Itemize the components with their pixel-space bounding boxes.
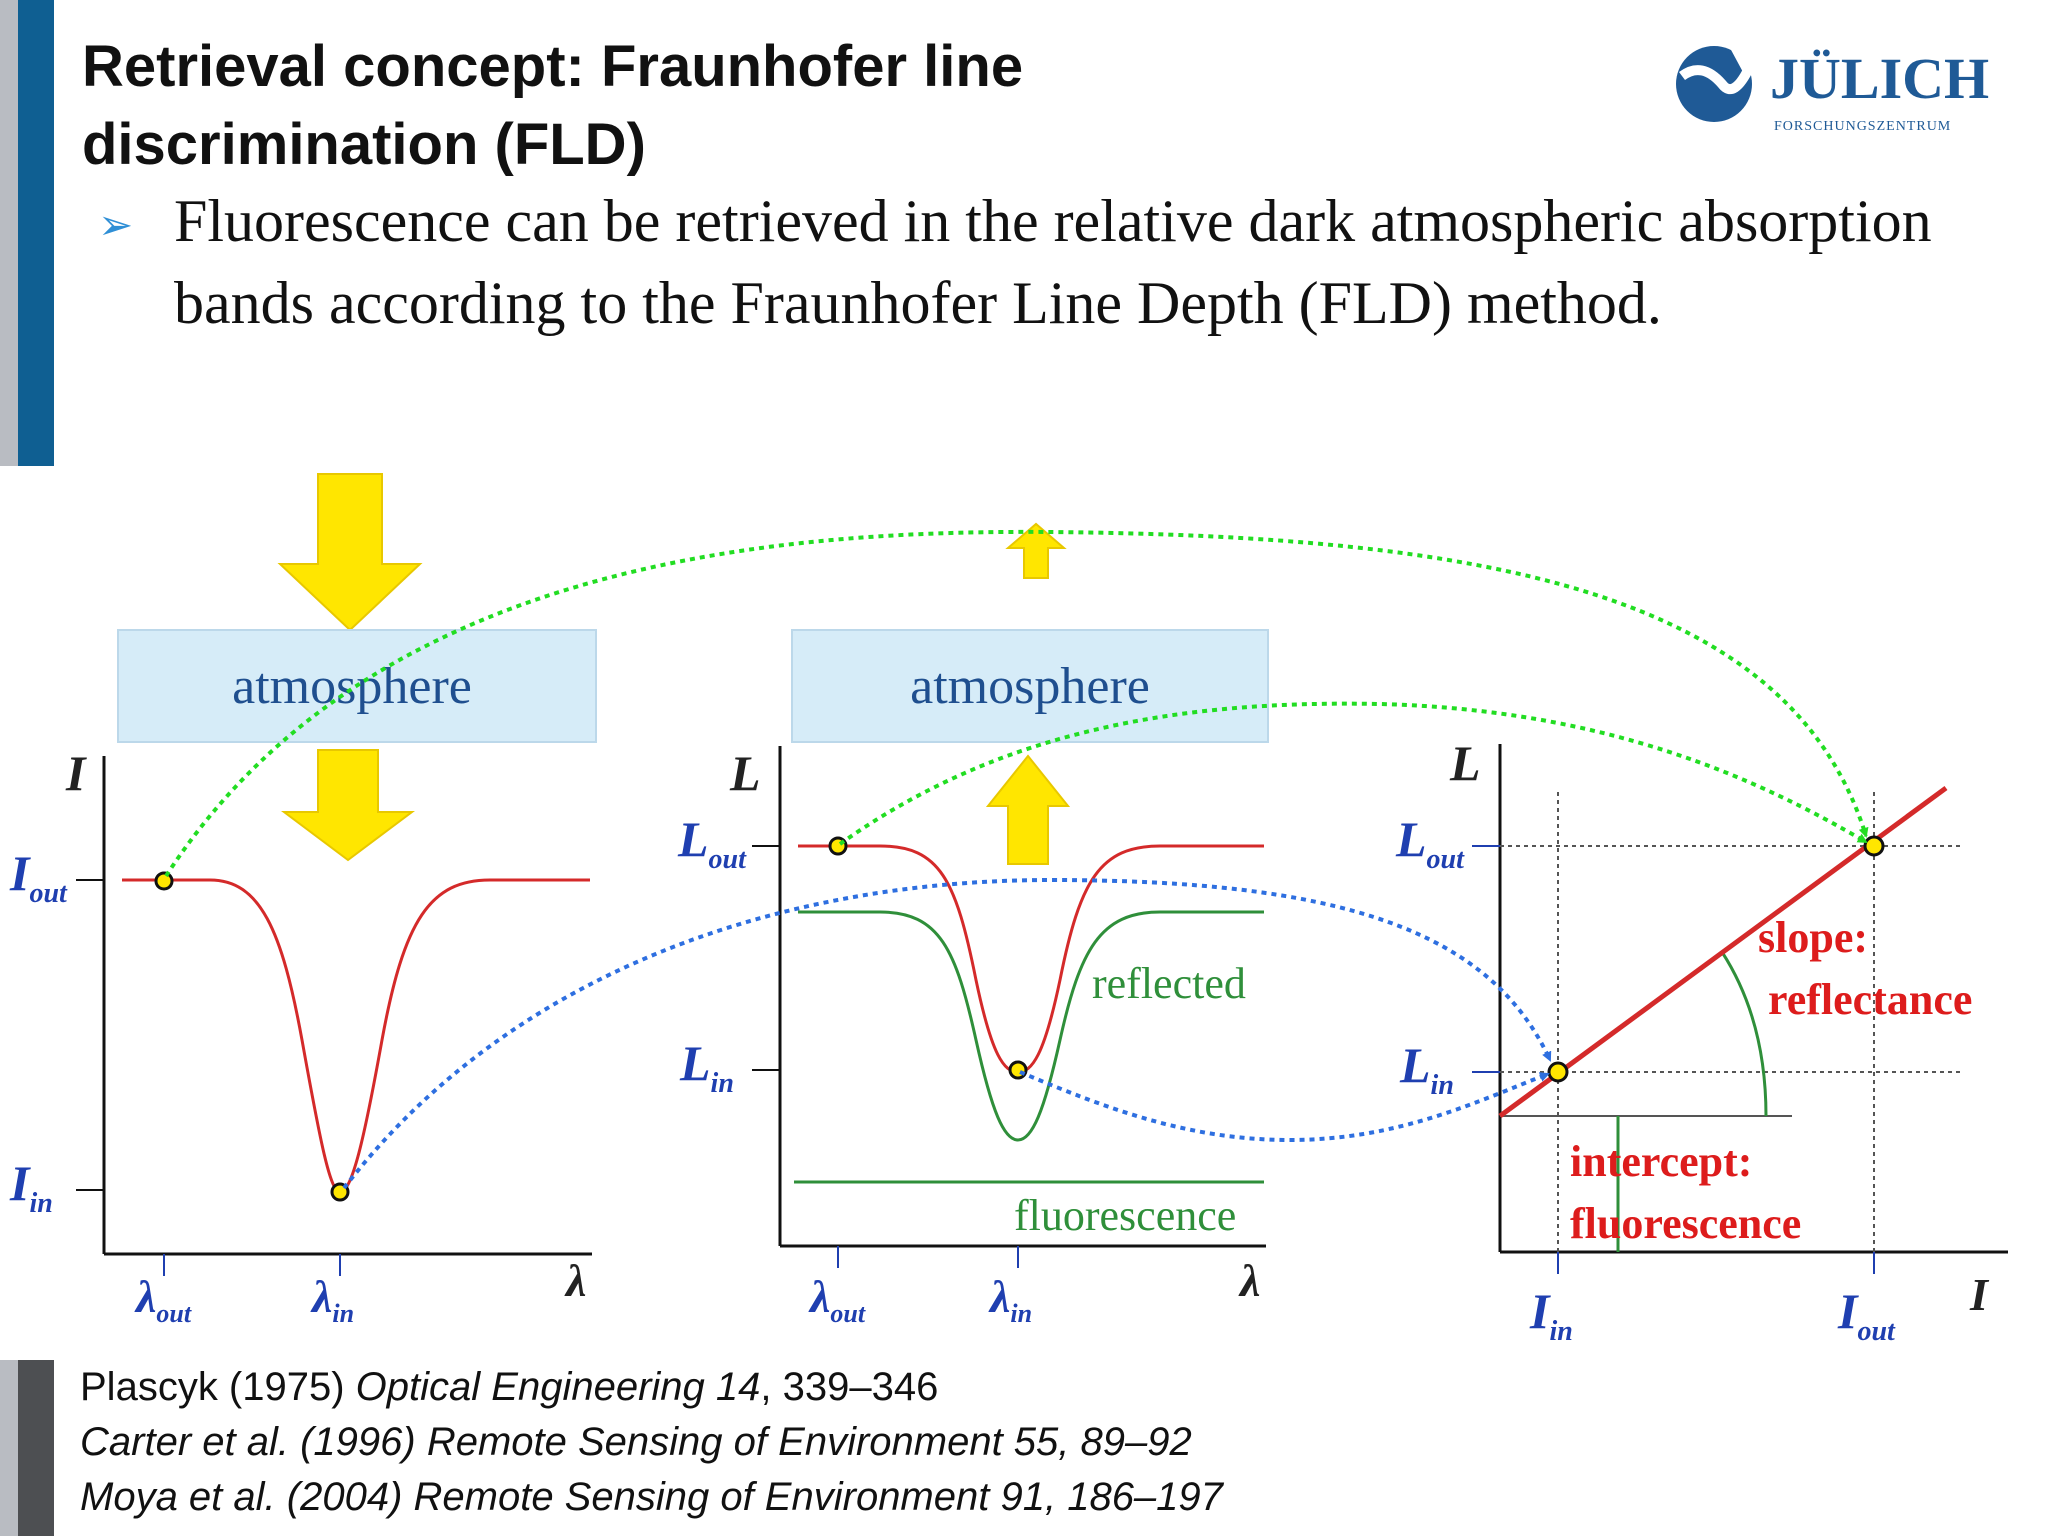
reference-item: Moya et al. (2004) Remote Sensing of Env… xyxy=(80,1475,1223,1519)
reflected-curve xyxy=(798,910,1264,1142)
transmitted-arrow-down-icon xyxy=(281,749,415,862)
fluorescence-result-label: fluorescence xyxy=(1570,1199,1801,1248)
bullet-text: Fluorescence can be retrieved in the rel… xyxy=(174,188,1932,336)
connector-l-in-to-point-in xyxy=(1019,1070,1550,1143)
point-in xyxy=(1547,1061,1569,1083)
reflected-label: reflected xyxy=(1092,959,1246,1008)
x-tick-label: λout xyxy=(134,1271,192,1328)
y-tick-label: Lin xyxy=(1399,1037,1454,1101)
panel-3: L I Lout Lin Iin Iout slope: reflectance… xyxy=(1395,735,2008,1347)
julich-logo-sub: FORSCHUNGSZENTRUM xyxy=(1774,119,1951,134)
slope-label: slope: xyxy=(1758,913,1868,962)
x-axis-label: λ xyxy=(564,1255,586,1306)
slope-angle-arc xyxy=(1720,951,1768,1117)
connector-i-in-to-point-in xyxy=(342,877,1552,1190)
x-tick-label: λout xyxy=(808,1271,866,1328)
slide-title: Retrieval concept: Fraunhofer line discr… xyxy=(82,34,1024,177)
y-tick-label: Lin xyxy=(679,1035,734,1099)
x-axis-label: I xyxy=(1969,1269,1990,1320)
x-axis-label: λ xyxy=(1238,1255,1260,1306)
fld-diagram: atmosphere I λ Iout Iin λout λin atmosph… xyxy=(9,473,2008,1347)
panel-2: atmosphere L λ Lout Lin λout λin reflect… xyxy=(677,522,1269,1328)
atmosphere-label: atmosphere xyxy=(910,658,1150,715)
y-axis-label: L xyxy=(729,745,761,801)
reflected-arrow-up-icon xyxy=(1005,522,1067,579)
y-tick-label: Lout xyxy=(1395,811,1465,875)
y-tick-label: Lout xyxy=(677,811,747,875)
sidebar-accent-bottom-gray xyxy=(0,1360,18,1536)
connector-i-out-to-point-out xyxy=(164,529,1869,878)
fluorescence-label: fluorescence xyxy=(1014,1191,1236,1240)
atmosphere-box xyxy=(791,629,1269,743)
y-axis-label: I xyxy=(65,745,87,801)
intercept-label: intercept: xyxy=(1570,1137,1752,1186)
bullet-arrow-icon: ➢ xyxy=(98,200,134,249)
panel-1: atmosphere I λ Iout Iin λout λin xyxy=(9,473,597,1328)
point-out xyxy=(1863,835,1885,857)
julich-logo: JÜLICH FORSCHUNGSZENTRUM xyxy=(1676,46,1989,134)
references: Plascyk (1975) Optical Engineering 14, 3… xyxy=(80,1360,1223,1525)
x-tick-label: Iout xyxy=(1837,1283,1896,1347)
y-tick-label: Iin xyxy=(9,1155,53,1219)
atmosphere-label: atmosphere xyxy=(232,658,472,715)
point-i-out xyxy=(154,871,174,891)
irradiance-curve xyxy=(122,878,590,1194)
connector-l-out-to-point-out xyxy=(838,701,1868,846)
julich-logo-mark xyxy=(1676,46,1755,122)
x-tick-label: λin xyxy=(310,1271,354,1328)
y-tick-label: Iout xyxy=(9,845,68,909)
sidebar-accent-top-gray xyxy=(0,0,18,466)
julich-logo-name: JÜLICH xyxy=(1770,46,1989,111)
y-axis-label: L xyxy=(1449,735,1481,791)
emitted-arrow-up-icon xyxy=(985,754,1071,865)
x-tick-label: Iin xyxy=(1529,1283,1573,1347)
reference-item: Plascyk (1975) Optical Engineering 14, 3… xyxy=(80,1365,939,1409)
reflectance-label: reflectance xyxy=(1768,975,1972,1024)
sun-arrow-down-icon xyxy=(277,473,423,632)
x-tick-label: λin xyxy=(988,1271,1032,1328)
reference-item: Carter et al. (1996) Remote Sensing of E… xyxy=(80,1420,1192,1464)
